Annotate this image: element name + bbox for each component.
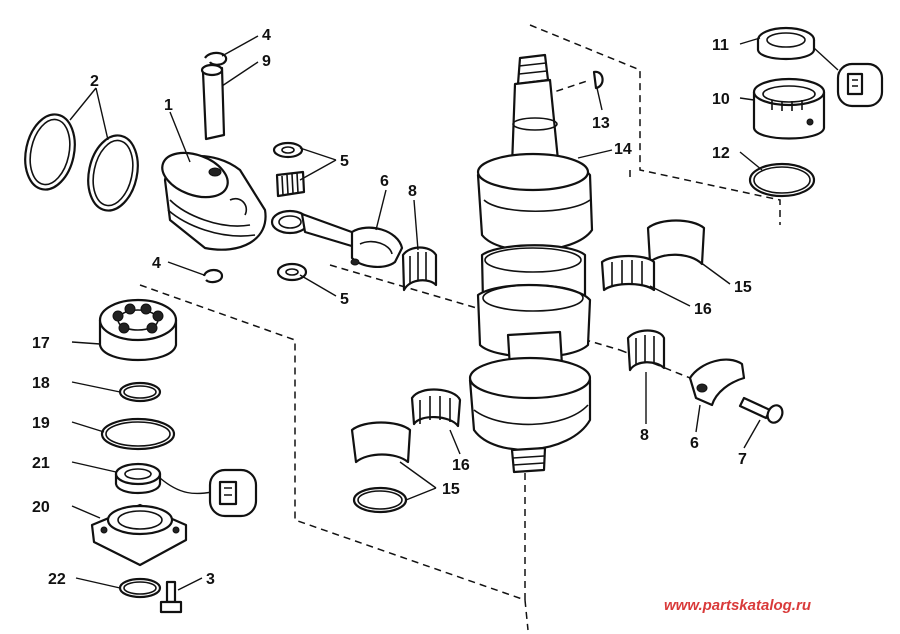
housing-bolt: [159, 580, 183, 614]
callout-9: 9: [262, 53, 271, 70]
callout-8-top: 8: [408, 183, 417, 200]
retaining-clip-upper: [204, 51, 228, 66]
ball-bearing: [98, 298, 178, 361]
rod-bolt: [738, 396, 784, 424]
retaining-clip-lower: [202, 268, 224, 284]
callout-12: 12: [712, 145, 730, 162]
callout-19: 19: [32, 415, 50, 432]
sealant-symbol-lower: [159, 468, 258, 518]
callout-2: 2: [90, 73, 99, 90]
sealant-symbol-upper: [813, 47, 884, 108]
site-watermark: www.partskatalog.ru: [664, 597, 811, 614]
callout-10: 10: [712, 91, 730, 108]
wrist-pin: [200, 63, 226, 141]
callout-20: 20: [32, 499, 50, 516]
assembly-guide-lines: [139, 24, 781, 631]
crankshaft: [468, 53, 594, 474]
lower-seal: [114, 462, 162, 494]
washer-lower: [276, 262, 308, 282]
callout-4-lower: 4: [152, 255, 161, 272]
callout-17: 17: [32, 335, 50, 352]
callout-16-lower: 16: [452, 457, 470, 474]
piston-rings: [24, 113, 139, 212]
o-ring-large: [100, 417, 176, 451]
bearing-cage-right: [626, 329, 666, 372]
callout-8-lower: 8: [640, 427, 649, 444]
retaining-ring-lower: [352, 486, 408, 514]
callout-5-lower: 5: [340, 291, 349, 308]
callout-14: 14: [614, 141, 632, 158]
piston: [161, 151, 267, 251]
bearing-cage-lower-left: [410, 388, 462, 428]
callout-22: 22: [48, 571, 66, 588]
o-ring-small: [118, 381, 162, 403]
needle-bearing-upper: [272, 141, 306, 198]
callout-labels: 4 9 2 1 5 6 8 4 5 11 10 12 13 14 15 16 1…: [32, 27, 752, 588]
callout-7: 7: [738, 451, 747, 468]
bearing-cage-center: [600, 254, 656, 292]
bearing-race-lower: [350, 421, 412, 464]
callout-3: 3: [206, 571, 215, 588]
callout-18: 18: [32, 375, 50, 392]
upper-main-bearing: [752, 77, 826, 140]
woodruff-key: [592, 70, 604, 90]
callout-21: 21: [32, 455, 50, 472]
o-ring-bottom: [118, 577, 162, 599]
connecting-rod: [270, 209, 404, 268]
callout-16-right: 16: [694, 301, 712, 318]
callout-4-top: 4: [262, 27, 271, 44]
o-ring-upper: [748, 162, 816, 198]
bearing-race-upper: [646, 219, 706, 266]
callout-6-lower: 6: [690, 435, 699, 452]
bearing-housing: [90, 503, 188, 567]
callout-5-top: 5: [340, 153, 349, 170]
callout-11: 11: [712, 37, 729, 54]
oil-seal: [756, 26, 816, 60]
callout-15-right: 15: [734, 279, 752, 296]
rod-cap: [688, 358, 746, 407]
callout-1: 1: [164, 97, 173, 114]
callout-15-lower: 15: [442, 481, 460, 498]
callout-6-top: 6: [380, 173, 389, 190]
bearing-cage-upper: [401, 246, 438, 292]
callout-13: 13: [592, 115, 610, 132]
leader-lines: [69, 35, 763, 591]
